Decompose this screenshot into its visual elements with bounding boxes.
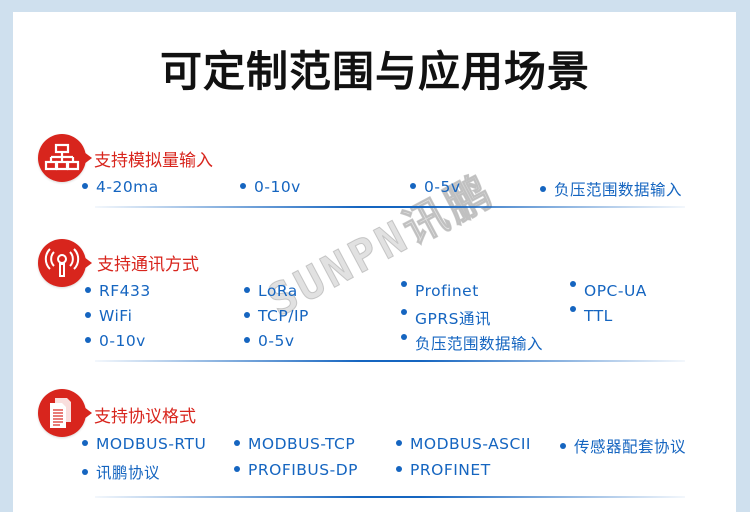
bullet-icon xyxy=(234,439,240,446)
comm-item: WiFi xyxy=(85,307,132,325)
bullet-icon xyxy=(401,333,407,340)
analog-item: 4-20ma xyxy=(82,178,159,196)
bullet-icon xyxy=(82,468,88,475)
section-title-analog-input: 支持模拟量输入 xyxy=(94,151,213,171)
comm-item: TTL xyxy=(570,305,613,325)
bullet-icon xyxy=(401,280,407,287)
bullet-icon xyxy=(244,286,250,293)
bullet-icon xyxy=(85,286,91,293)
protocol-item: MODBUS-RTU xyxy=(82,435,206,453)
page-title: 可定制范围与应用场景 xyxy=(159,47,590,96)
bullet-icon xyxy=(410,182,416,189)
section-title-communication: 支持通讯方式 xyxy=(97,255,199,275)
comm-item: 0-5v xyxy=(244,332,295,350)
bullet-icon xyxy=(570,305,576,312)
bullet-icon xyxy=(560,442,566,449)
comm-item: OPC-UA xyxy=(570,280,647,300)
protocol-item: MODBUS-TCP xyxy=(234,435,355,453)
bullet-icon xyxy=(244,311,250,318)
comm-item: LoRa xyxy=(244,282,298,300)
bullet-icon xyxy=(396,439,402,446)
bullet-icon xyxy=(82,439,88,446)
bullet-icon xyxy=(401,308,407,315)
comm-item: RF433 xyxy=(85,282,151,300)
protocol-item: MODBUS-ASCII xyxy=(396,435,531,453)
analog-item: 0-10v xyxy=(240,178,301,196)
section-divider xyxy=(95,496,685,498)
bullet-icon xyxy=(85,336,91,343)
bullet-icon xyxy=(540,185,546,192)
section-divider xyxy=(95,360,685,362)
section-divider xyxy=(95,206,685,208)
bullet-icon xyxy=(234,465,240,472)
section-title-protocol: 支持协议格式 xyxy=(94,407,196,427)
bullet-icon xyxy=(240,182,246,189)
protocol-item: 讯鹏协议 xyxy=(82,461,160,483)
wireless-antenna-icon xyxy=(38,239,92,287)
comm-item: 负压范围数据输入 xyxy=(401,332,543,354)
protocol-item: PROFINET xyxy=(396,461,491,479)
comm-item: Profinet xyxy=(401,280,479,300)
content-panel xyxy=(13,12,736,512)
analog-item: 负压范围数据输入 xyxy=(540,178,682,200)
comm-item: TCP/IP xyxy=(244,307,309,325)
bullet-icon xyxy=(570,280,576,287)
bullet-icon xyxy=(82,182,88,189)
analog-item: 0-5v xyxy=(410,178,461,196)
bullet-icon xyxy=(244,336,250,343)
documents-icon xyxy=(38,389,92,437)
comm-item: GPRS通讯 xyxy=(401,307,491,329)
protocol-item: PROFIBUS-DP xyxy=(234,461,358,479)
bullet-icon xyxy=(396,465,402,472)
bullet-icon xyxy=(85,311,91,318)
comm-item: 0-10v xyxy=(85,332,146,350)
protocol-item: 传感器配套协议 xyxy=(560,435,686,457)
network-hierarchy-icon xyxy=(38,134,92,182)
